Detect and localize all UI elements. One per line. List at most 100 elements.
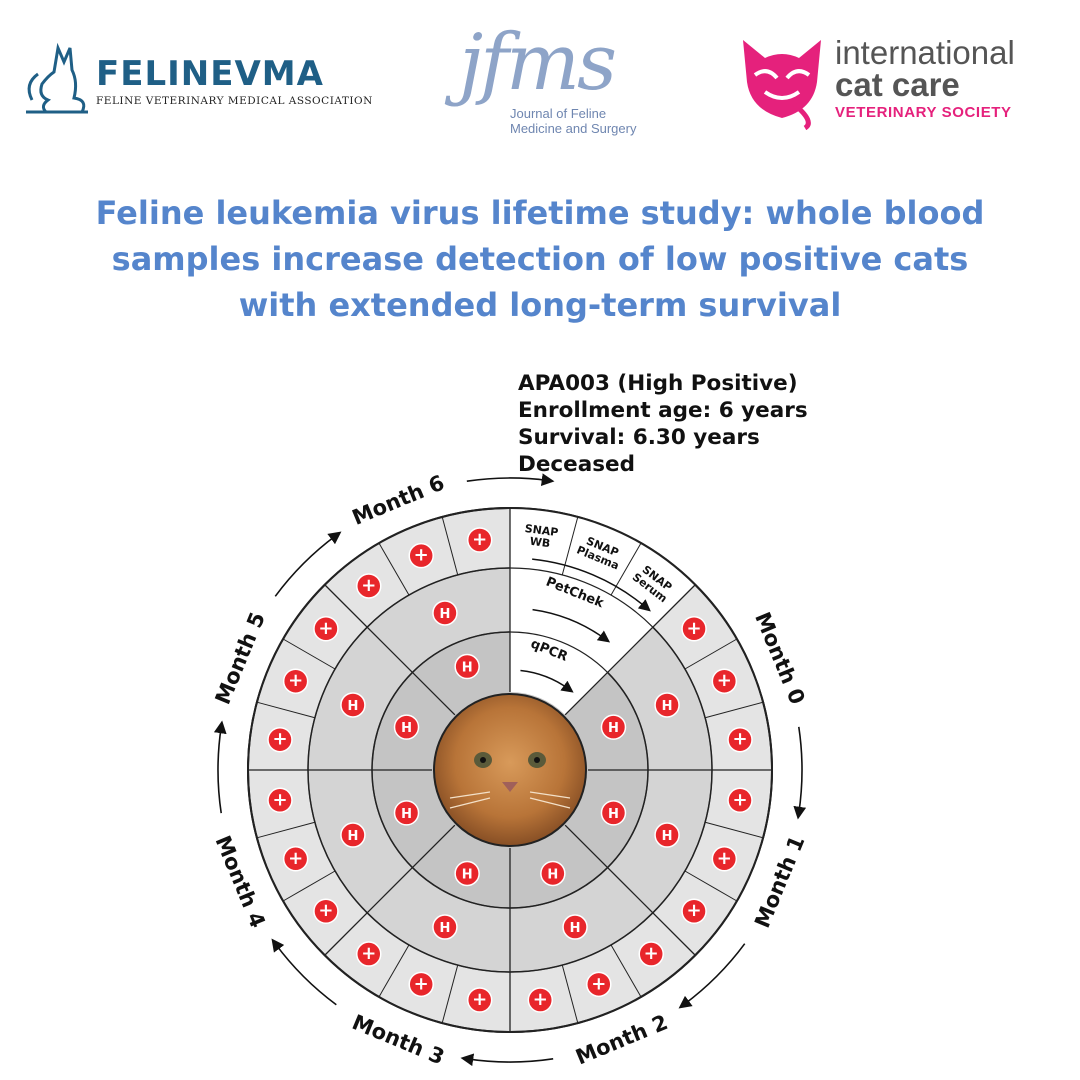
title-line-3: with extended long-term survival	[238, 286, 842, 324]
snap-positive-marker: +	[408, 971, 434, 998]
title-line-1: Feline leukemia virus lifetime study: wh…	[95, 194, 985, 232]
svg-text:H: H	[439, 921, 450, 936]
snap-positive-marker: +	[313, 616, 339, 642]
felinevma-wordmark: FELINEVMA	[96, 54, 324, 94]
svg-text:+: +	[318, 618, 333, 639]
survival: Survival: 6.30 years	[518, 425, 760, 450]
snap-positive-marker: +	[711, 668, 738, 694]
snap-positive-marker: +	[313, 898, 339, 924]
legend-snap-wb: SNAPWB	[522, 522, 559, 551]
svg-text:H: H	[401, 721, 412, 736]
qpcr-high-marker: H	[393, 714, 420, 740]
qpcr-high-marker: H	[454, 860, 480, 887]
page-title: Feline leukemia virus lifetime study: wh…	[30, 190, 1050, 328]
snap-positive-marker: +	[466, 527, 493, 553]
snap-positive-marker: +	[356, 573, 382, 599]
svg-text:+: +	[361, 575, 376, 596]
cat-photo	[433, 693, 587, 847]
svg-text:+: +	[288, 848, 303, 869]
jfms-wordmark: jfms	[459, 18, 617, 108]
svg-text:+: +	[288, 670, 303, 691]
svg-text:+: +	[717, 670, 732, 691]
svg-text:+: +	[533, 989, 548, 1010]
icatcare-line1: international	[835, 34, 1015, 71]
svg-text:+: +	[732, 789, 747, 810]
snap-positive-marker: +	[267, 726, 293, 753]
svg-text:+: +	[472, 989, 487, 1010]
svg-text:+: +	[318, 900, 333, 921]
status: Deceased	[518, 452, 636, 477]
petchek-high-marker: H	[340, 692, 366, 718]
jfms-tagline: Journal of Feline Medicine and Surgery	[510, 106, 660, 136]
svg-text:H: H	[662, 829, 673, 844]
qpcr-high-marker: H	[600, 714, 627, 740]
qpcr-high-marker: H	[540, 860, 566, 887]
svg-text:H: H	[570, 921, 581, 936]
icatcare-line2: cat care	[835, 66, 960, 103]
svg-text:H: H	[608, 721, 619, 736]
jfms-logo: jfms Journal of Feline Medicine and Surg…	[455, 18, 655, 148]
svg-text:H: H	[439, 607, 450, 622]
svg-text:+: +	[717, 848, 732, 869]
svg-text:H: H	[347, 699, 358, 714]
cat-silhouette-icon	[26, 42, 88, 114]
petchek-high-marker: H	[654, 822, 680, 848]
cat-nose	[502, 782, 518, 792]
svg-text:H: H	[608, 807, 619, 822]
svg-text:+: +	[361, 943, 376, 964]
svg-text:H: H	[547, 867, 558, 882]
snap-positive-marker: +	[356, 941, 382, 967]
wheel-markers: + + + H H + + + H H + + + H H + + + H H + + + H H + + + H H + + + H H	[267, 527, 753, 1013]
svg-text:+: +	[591, 973, 606, 994]
svg-text:H: H	[401, 807, 412, 822]
svg-text:+: +	[687, 900, 702, 921]
snap-positive-marker: +	[267, 787, 293, 814]
qpcr-high-marker: H	[393, 800, 420, 826]
svg-text:H: H	[662, 699, 673, 714]
snap-positive-marker: +	[282, 668, 309, 694]
svg-text:+: +	[272, 789, 287, 810]
qpcr-high-marker: H	[454, 653, 480, 680]
svg-text:+: +	[472, 529, 487, 550]
jfms-tagline-line2: Medicine and Surgery	[510, 121, 637, 136]
enrollment-age: Enrollment age: 6 years	[518, 398, 808, 423]
felinevma-logo: FELINEVMA FELINE VETERINARY MEDICAL ASSO…	[18, 40, 372, 120]
title-line-2: samples increase detection of low positi…	[111, 240, 969, 278]
snap-positive-marker: +	[408, 542, 434, 569]
petchek-high-marker: H	[432, 600, 458, 626]
svg-text:+: +	[644, 943, 659, 964]
svg-text:+: +	[414, 973, 429, 994]
petchek-high-marker: H	[562, 914, 588, 940]
case-info: APA003 (High Positive) Enrollment age: 6…	[518, 370, 808, 478]
petchek-high-marker: H	[340, 822, 366, 848]
snap-positive-marker: +	[681, 898, 707, 924]
snap-positive-marker: +	[282, 846, 309, 872]
svg-text:H: H	[347, 829, 358, 844]
snap-positive-marker: +	[466, 987, 493, 1013]
snap-positive-marker: +	[727, 726, 753, 753]
header: FELINEVMA FELINE VETERINARY MEDICAL ASSO…	[0, 0, 1080, 160]
case-id: APA003 (High Positive)	[518, 371, 798, 396]
snap-positive-marker: +	[586, 971, 612, 998]
petchek-high-marker: H	[432, 914, 458, 940]
cat-face-icon	[743, 40, 821, 130]
svg-text:H: H	[462, 867, 473, 882]
felinevma-tagline: FELINE VETERINARY MEDICAL ASSOCIATION	[96, 95, 373, 107]
svg-text:H: H	[462, 661, 473, 676]
legend-wedge	[510, 508, 696, 715]
svg-text:+: +	[414, 545, 429, 566]
snap-positive-marker: +	[681, 616, 707, 642]
svg-text:+: +	[732, 729, 747, 750]
snap-positive-marker: +	[727, 787, 753, 814]
petchek-high-marker: H	[654, 692, 680, 718]
snap-positive-marker: +	[527, 987, 554, 1013]
snap-positive-marker: +	[638, 941, 664, 967]
icatcare-line3: VETERINARY SOCIETY	[835, 104, 1012, 121]
qpcr-high-marker: H	[600, 800, 627, 826]
svg-text:+: +	[272, 729, 287, 750]
icatcare-logo: international cat care VETERINARY SOCIET…	[735, 30, 1055, 130]
svg-text:+: +	[687, 618, 702, 639]
snap-positive-marker: +	[711, 846, 738, 872]
jfms-tagline-line1: Journal of Feline	[510, 106, 607, 121]
